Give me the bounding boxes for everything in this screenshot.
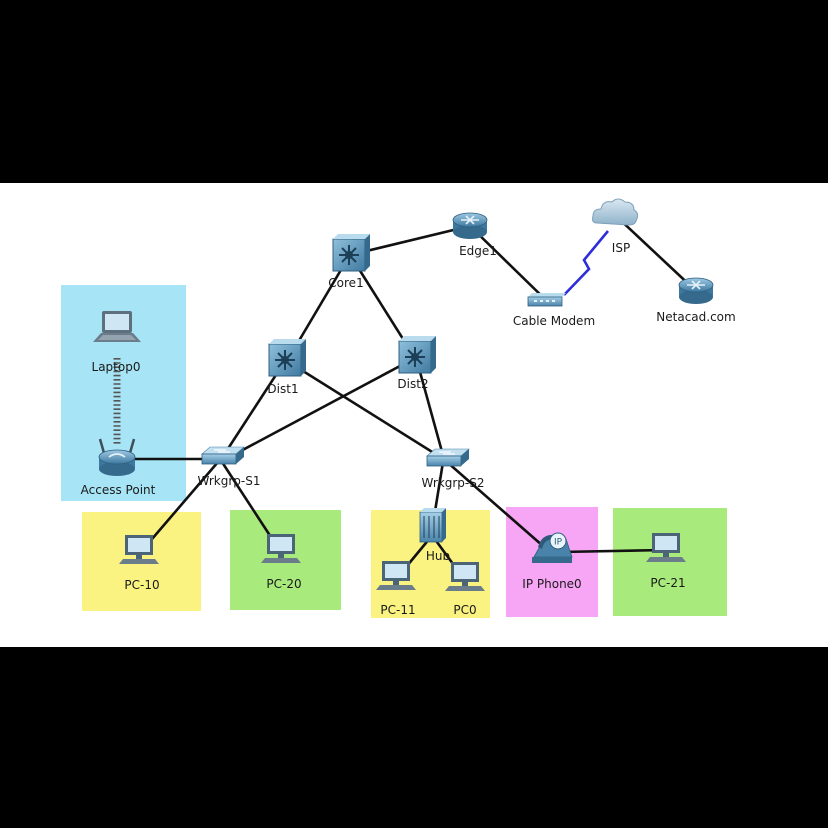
links (118, 215, 697, 580)
router-icon[interactable] (678, 277, 714, 304)
pc11-label: PC-11 (380, 603, 416, 617)
access-point-label: Access Point (80, 483, 156, 497)
pc21-label: PC-21 (650, 576, 686, 590)
pc-icon[interactable] (119, 535, 159, 564)
switch-icon[interactable] (201, 446, 245, 465)
isp-label: ISP (611, 241, 631, 255)
link-s2-ipphone[interactable] (446, 461, 552, 554)
link-ipphone-pc21[interactable] (559, 548, 666, 554)
ip-badge-text: IP (554, 538, 563, 548)
wrkgrp-s2-label: Wrkgrp-S2 (421, 476, 485, 490)
laptop-icon[interactable] (93, 311, 141, 342)
link-dist1-s2[interactable] (286, 359, 446, 462)
pc-icon[interactable] (376, 561, 416, 590)
pc20-label: PC-20 (266, 577, 302, 591)
pc-icon[interactable] (261, 534, 301, 563)
hub-label: Hub (425, 549, 451, 563)
dist1-label: Dist1 (267, 382, 299, 396)
dist2-label: Dist2 (397, 377, 429, 391)
link-dist2-s1[interactable] (221, 356, 416, 463)
multilayer-switch-icon[interactable] (398, 336, 436, 374)
hub-icon[interactable] (419, 508, 446, 543)
pc0-label: PC0 (453, 603, 477, 617)
pc10-label: PC-10 (124, 578, 160, 592)
laptop0-label: Laptop0 (91, 360, 141, 374)
netacad-label: Netacad.com (656, 310, 736, 324)
core1-label: Core1 (328, 276, 364, 290)
link-dist1-s1[interactable] (218, 360, 287, 462)
link-isp-netacad[interactable] (615, 215, 697, 292)
cable-modem-label: Cable Modem (512, 314, 596, 328)
link-edge1-modem[interactable] (469, 225, 551, 305)
network-topology-canvas: IP Core1 Dist1 Dist2 Edge1 Cable Modem I… (0, 183, 828, 647)
cable-modem-icon[interactable] (527, 293, 566, 307)
switch-icon[interactable] (426, 448, 470, 467)
wrkgrp-s1-label: Wrkgrp-S1 (197, 474, 261, 488)
multilayer-switch-icon[interactable] (332, 234, 370, 272)
link-dist2-s2[interactable] (415, 360, 446, 460)
pc-icon[interactable] (445, 562, 485, 591)
edge1-label: Edge1 (459, 244, 497, 258)
router-icon[interactable] (452, 212, 488, 239)
ipphone0-label: IP Phone0 (522, 577, 582, 591)
multilayer-switch-icon[interactable] (268, 339, 306, 377)
ip-phone-icon[interactable]: IP (532, 532, 573, 563)
link-modem-isp-serial[interactable] (563, 230, 610, 296)
pc-icon[interactable] (646, 533, 686, 562)
cloud-icon[interactable] (592, 198, 639, 226)
topology-svg: IP (93, 198, 714, 591)
access-point-icon[interactable] (98, 438, 136, 476)
